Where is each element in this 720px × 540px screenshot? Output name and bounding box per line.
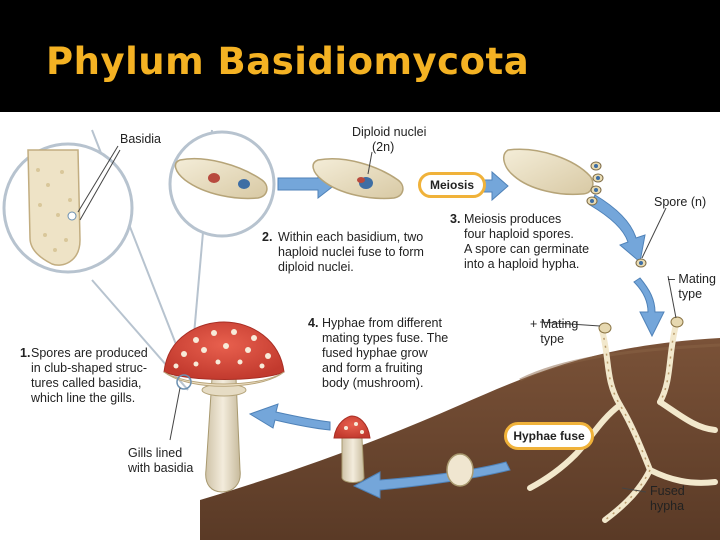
mushroom-primordium xyxy=(446,453,474,487)
step3-text: Meiosis produces four haploid spores. A … xyxy=(464,212,590,271)
mature-mushroom xyxy=(163,321,285,493)
step2-number: 2. xyxy=(262,230,273,244)
life-cycle-illustration xyxy=(2,129,720,540)
label-diploid-2n: (2n) xyxy=(372,140,395,154)
label-minus-mating-type: – Mating type xyxy=(668,272,716,301)
soil xyxy=(200,338,720,540)
label-spore-n: Spore (n) xyxy=(654,195,707,209)
minus-spore xyxy=(670,316,684,328)
step1-number: 1. xyxy=(20,346,31,360)
hyphae-fuse-badge: Hyphae fuse xyxy=(504,422,594,450)
step4-number: 4. xyxy=(308,316,319,330)
step4-text: Hyphae from different mating types fuse.… xyxy=(322,316,449,390)
label-gills-lined: Gills lined with basidia xyxy=(128,446,194,475)
plus-spore xyxy=(598,322,612,334)
meiosis-badge: Meiosis xyxy=(418,172,486,198)
step3-number: 3. xyxy=(450,212,461,226)
label-basidia: Basidia xyxy=(120,132,161,146)
step2-text: Within each basidium, two haploid nuclei… xyxy=(278,230,424,274)
label-diploid-nuclei: Diploid nuclei xyxy=(352,125,427,139)
slide-title: Phylum Basidiomycota xyxy=(46,40,530,83)
label-fused-hypha: Fused hypha xyxy=(650,484,685,513)
step1-text: Spores are produced in club-shaped struc… xyxy=(31,346,148,405)
title-bar: Phylum Basidiomycota xyxy=(0,0,720,112)
label-plus-mating-type: + Mating type xyxy=(530,317,579,346)
basidium-spores xyxy=(503,148,594,196)
young-mushroom xyxy=(333,415,371,483)
gill-detail xyxy=(27,149,81,266)
